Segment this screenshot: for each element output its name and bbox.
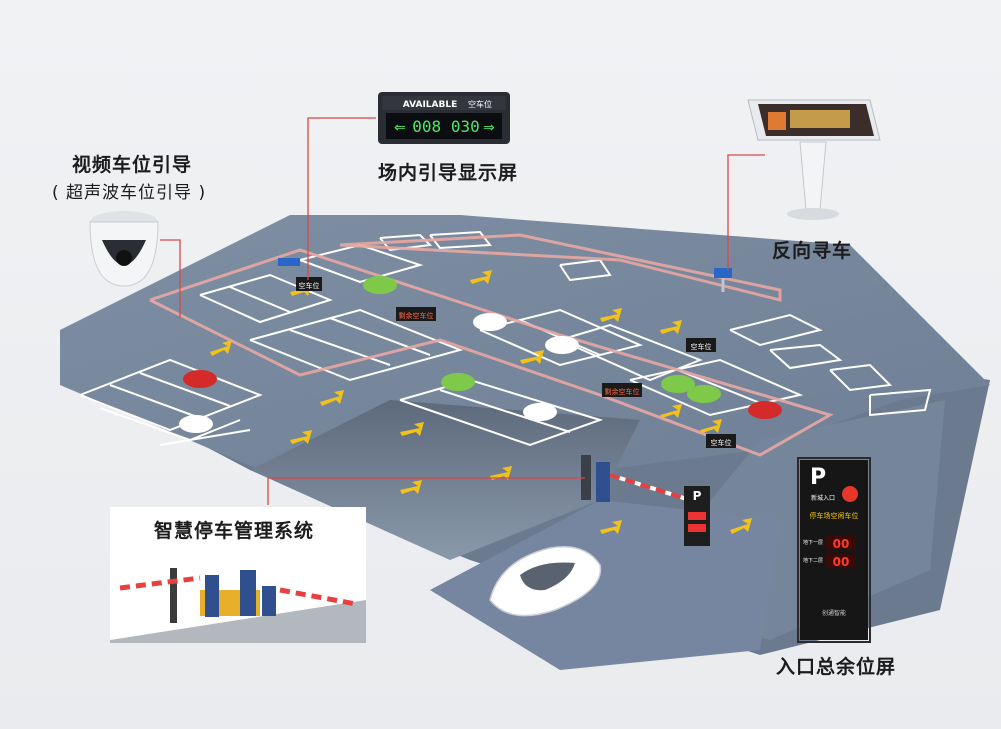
indoor-guidance-screen-label: 场内引导显示屏 [378,162,519,184]
leader-lines [160,117,765,505]
ultrasonic-guidance-label: ( 超声波车位引导 ) [52,183,207,203]
smart-parking-system-label: 智慧停车管理系统 [154,520,315,542]
entrance-barrier-gate [581,455,691,502]
small-entrance-sign: P [684,486,710,546]
svg-text:AVAILABLE: AVAILABLE [403,100,457,110]
entrance-total-remaining-screen: P 新城入口 停车场空闲车位 地下一层 00 地下二层 00 创通智能 [797,457,871,643]
reverse-car-search-label: 反向寻车 [772,240,853,262]
svg-text:P: P [810,465,826,490]
entering-car [489,546,602,617]
entrance-remaining-screen-label: 入口总余位屏 [776,656,897,678]
svg-text:剩余空车位: 剩余空车位 [605,387,640,396]
svg-text:00: 00 [833,555,850,569]
dome-camera-icon [89,211,159,287]
lot-sign-remaining-1: 剩余空车位 [396,307,436,321]
svg-text:地下二层: 地下二层 [803,557,823,564]
svg-text:⇒: ⇒ [483,120,495,136]
svg-text:地下一层: 地下一层 [803,539,823,546]
svg-text:创通智能: 创通智能 [822,609,846,617]
lot-sign-remaining-2: 剩余空车位 [602,383,642,397]
lot-sign-vacant-1: 空车位 [296,277,322,291]
svg-text:空车位: 空车位 [468,99,492,109]
svg-text:空车位: 空车位 [299,281,320,290]
svg-text:剩余空车位: 剩余空车位 [399,311,434,320]
smart-parking-panel-illustration [110,507,366,643]
stall-lines [79,230,932,447]
video-guidance-label: 视频车位引导 [72,154,193,176]
svg-text:空车位: 空车位 [711,438,732,447]
reverse-car-search-kiosk [747,99,881,220]
svg-text:P: P [693,489,702,503]
svg-text:008 030: 008 030 [412,117,479,136]
svg-text:00: 00 [833,537,850,551]
svg-text:新城入口: 新城入口 [811,494,835,502]
parked-cars [179,276,782,433]
svg-text:空车位: 空车位 [691,342,712,351]
svg-text:⇐: ⇐ [394,120,406,136]
floor-display-icon [278,258,300,266]
lot-sign-vacant-3: 空车位 [706,434,736,448]
lot-sign-vacant-2: 空车位 [686,338,716,352]
svg-text:停车场空闲车位: 停车场空闲车位 [810,511,859,520]
indoor-guidance-display-sign: AVAILABLE 空车位 ⇐ 008 030 ⇒ [378,92,510,144]
floor-kiosk-icon [714,268,732,292]
